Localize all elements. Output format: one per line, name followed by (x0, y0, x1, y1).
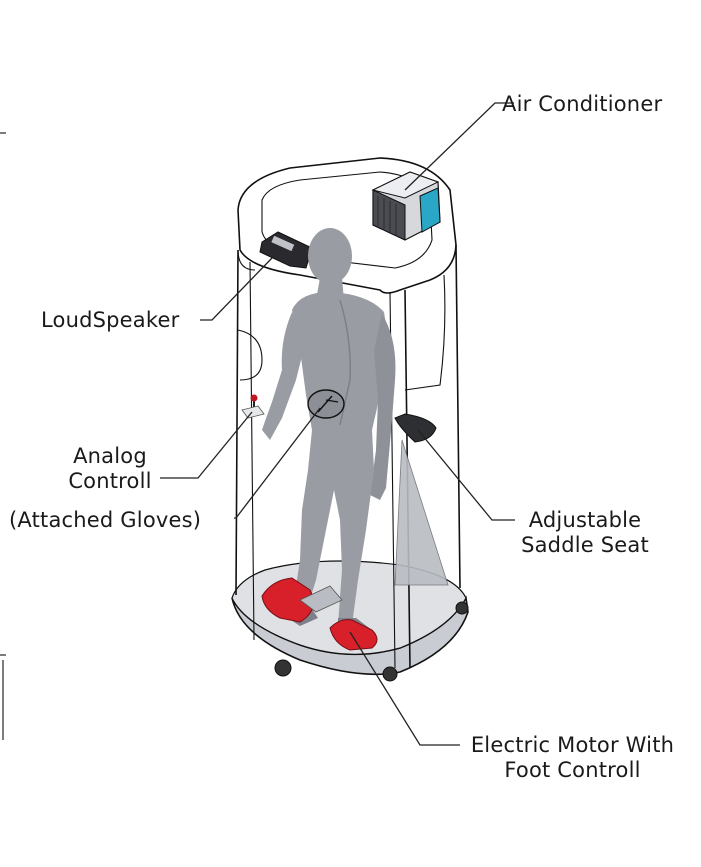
leader-loudspeaker (200, 257, 273, 321)
label-saddle-seat: Adjustable Saddle Seat (510, 508, 660, 558)
label-air-conditioner: Air Conditioner (502, 92, 663, 116)
page-edge-marks (0, 132, 6, 740)
loudspeaker-device (259, 231, 313, 269)
analog-control-joystick (241, 394, 265, 419)
leader-motor (349, 631, 460, 746)
label-analog-line2: Controll (68, 469, 152, 493)
human-figure (262, 228, 396, 640)
label-saddle-line1: Adjustable (528, 508, 642, 532)
label-motor-line1: Electric Motor With (470, 733, 675, 757)
label-gloves: (Attached Gloves) (9, 508, 202, 532)
gloves-attachment (307, 389, 345, 419)
label-saddle-line2: Saddle Seat (521, 533, 649, 557)
saddle-seat (394, 413, 449, 586)
leader-analog (160, 411, 253, 479)
air-conditioner-device (371, 171, 441, 241)
label-electric-motor: Electric Motor With Foot Controll (455, 733, 690, 783)
leader-saddle (417, 429, 515, 521)
label-analog-line1: Analog (73, 444, 147, 468)
label-motor-line2: Foot Controll (504, 758, 641, 782)
leader-air-conditioner (404, 102, 514, 191)
leader-lines (160, 102, 515, 746)
foot-pedals (261, 577, 378, 651)
leader-gloves (234, 407, 321, 519)
label-loudspeaker: LoudSpeaker (41, 308, 180, 332)
label-analog-control: Analog Controll (60, 444, 160, 494)
